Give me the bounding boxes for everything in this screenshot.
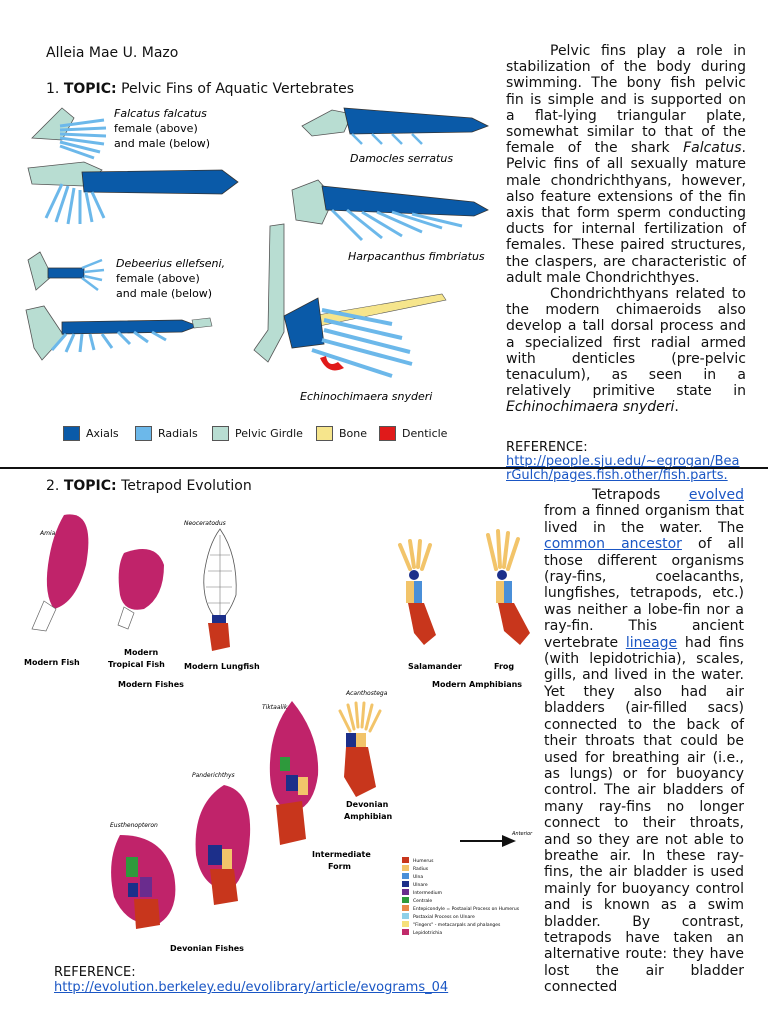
legend-label: Pelvic Girdle [235, 426, 303, 440]
legend-label: Intermedium [413, 890, 442, 896]
frog-limb [486, 529, 530, 645]
salamander-label: Salamander [408, 662, 462, 671]
pelvic-fin-figure: Falcatus falcatus female (above) and mal… [22, 100, 500, 420]
harpacanthus-label: Harpacanthus fimbriatus [348, 250, 485, 263]
legend-label: "Fingers" - metacarpals and phalanges [413, 922, 501, 928]
modern-lungfish-label: Modern Lungfish [184, 662, 260, 671]
tropical-label-2: Tropical Fish [108, 660, 165, 669]
falcatus-desc-label-2: and male (below) [114, 137, 210, 150]
falcatus-name-label: Falcatus falcatus [114, 107, 207, 120]
falcatus-desc-label-1: female (above) [114, 122, 198, 135]
legend-item-axials: Axials [63, 425, 119, 441]
legend-label: Ulna [413, 874, 423, 880]
tetrapod-description: Tetrapods evolved from a finned organism… [544, 487, 744, 995]
legend-label: Bone [339, 426, 368, 440]
legend-label: Radials [158, 426, 198, 440]
debeerius-name-label: Debeerius ellefseni, [116, 257, 225, 270]
intermediate-label-1: Intermediate [312, 850, 371, 859]
legend-swatch [316, 425, 333, 441]
legend-label: Postaxial Process on Ulnare [413, 914, 475, 920]
reference-label: REFERENCE: [506, 440, 588, 455]
link-lineage[interactable]: lineage [625, 634, 678, 651]
tiktaalik-label: Tiktaalik [262, 704, 288, 711]
falcatus-male-fin [27, 161, 239, 225]
pelvic-fin-description: Pelvic fins play a role in stabilization… [506, 43, 746, 416]
reference-link-2[interactable]: http://evolution.berkeley.edu/evolibrary… [54, 980, 449, 995]
acanthostega-limb [338, 701, 382, 797]
amia-label: Amia [39, 530, 56, 537]
reference-block-1: REFERENCE: [506, 440, 748, 466]
legend-item-denticle: Denticle [379, 425, 448, 441]
legend-label: Centrale [413, 898, 432, 904]
echinochimaera-label: Echinochimaera snyderi [300, 390, 432, 403]
falcatus-female-fin [31, 107, 107, 160]
section2-heading: 2. TOPIC: Tetrapod Evolution [46, 478, 252, 494]
topic-number: 2. [46, 478, 60, 494]
debeerius-male-fin [25, 305, 213, 361]
legend-item-pelvic-girdle: Pelvic Girdle [212, 425, 303, 441]
direction-arrow [460, 835, 516, 847]
legend-label: Entepicondyle = Postaxial Process on Hum… [413, 906, 520, 912]
modern-fish-label: Modern Fish [24, 658, 80, 667]
tropical-fish-fin [118, 549, 164, 610]
topic-title: Pelvic Fins of Aquatic Vertebrates [121, 81, 355, 97]
paragraph-2: Chondrichthyans related to the modern ch… [506, 286, 746, 416]
panderichthys-label: Panderichthys [192, 772, 235, 779]
frog-label: Frog [494, 662, 514, 671]
legend-label: Radius [413, 866, 429, 872]
debeerius-desc-label-2: and male (below) [116, 287, 212, 300]
tiktaalik-fin [269, 701, 319, 811]
legend-item-bone: Bone [316, 425, 368, 441]
link-common-ancestor[interactable]: common ancestor [544, 536, 682, 553]
reference-block-2: REFERENCE: [54, 965, 474, 980]
paragraph-1: Pelvic fins play a role in stabilization… [506, 43, 746, 286]
eusthenopteron-label: Eusthenopteron [110, 822, 158, 829]
topic-label: TOPIC: [63, 81, 117, 97]
author-name: Alleia Mae U. Mazo [46, 45, 179, 61]
legend-label: Ulnare [413, 882, 428, 888]
topic-label: TOPIC: [63, 478, 117, 494]
damocles-label: Damocles serratus [350, 152, 453, 165]
tetrapod-paragraph: Tetrapods evolved from a finned organism… [544, 487, 744, 996]
section1-heading: 1. TOPIC: Pelvic Fins of Aquatic Vertebr… [46, 81, 354, 97]
legend-label: Lepidotrichia [413, 930, 442, 936]
debeerius-female-fin [27, 251, 105, 291]
legend-swatch [212, 425, 229, 441]
tropical-label-1: Modern [124, 648, 159, 657]
modern-amphibians-label: Modern Amphibians [432, 680, 522, 689]
devonian-amphibian-label-2: Amphibian [344, 812, 393, 821]
debeerius-desc-label-1: female (above) [116, 272, 200, 285]
legend-swatch [379, 425, 396, 441]
acanthostega-label: Acanthostega [345, 690, 388, 697]
devonian-fishes-label: Devonian Fishes [170, 944, 244, 953]
neoceratodus-label: Neoceratodus [184, 520, 226, 527]
topic-number: 1. [46, 81, 60, 97]
tetrapod-legend: Humerus Radius Ulna Ulnare Intermedium C… [402, 857, 520, 936]
tetrapod-evolution-figure: Amia Modern Fish Modern Tropical Fish Mo… [24, 505, 538, 965]
legend-swatch [63, 425, 80, 441]
harpacanthus-fin [291, 179, 489, 242]
modern-fishes-label: Modern Fishes [118, 680, 184, 689]
intermediate-label-2: Form [328, 862, 351, 871]
link-evolved[interactable]: evolved [688, 487, 744, 503]
topic-title: Tetrapod Evolution [121, 478, 252, 494]
arrow-label: Anterior [511, 831, 533, 837]
legend-label: Humerus [413, 858, 434, 864]
reference-link-1[interactable]: http://people.sju.edu/~egrogan/Bea rGulc… [506, 454, 740, 483]
damocles-fin [301, 107, 489, 145]
section-divider [0, 467, 768, 469]
legend-item-radials: Radials [135, 425, 198, 441]
devonian-amphibian-label-1: Devonian [346, 800, 389, 809]
echinochimaera-fin [253, 223, 447, 378]
reference-label: REFERENCE: [54, 965, 136, 980]
legend-label: Axials [86, 426, 119, 440]
amia-fin [46, 514, 89, 609]
legend-label: Denticle [402, 426, 448, 440]
salamander-limb [398, 539, 436, 645]
legend-swatch [135, 425, 152, 441]
